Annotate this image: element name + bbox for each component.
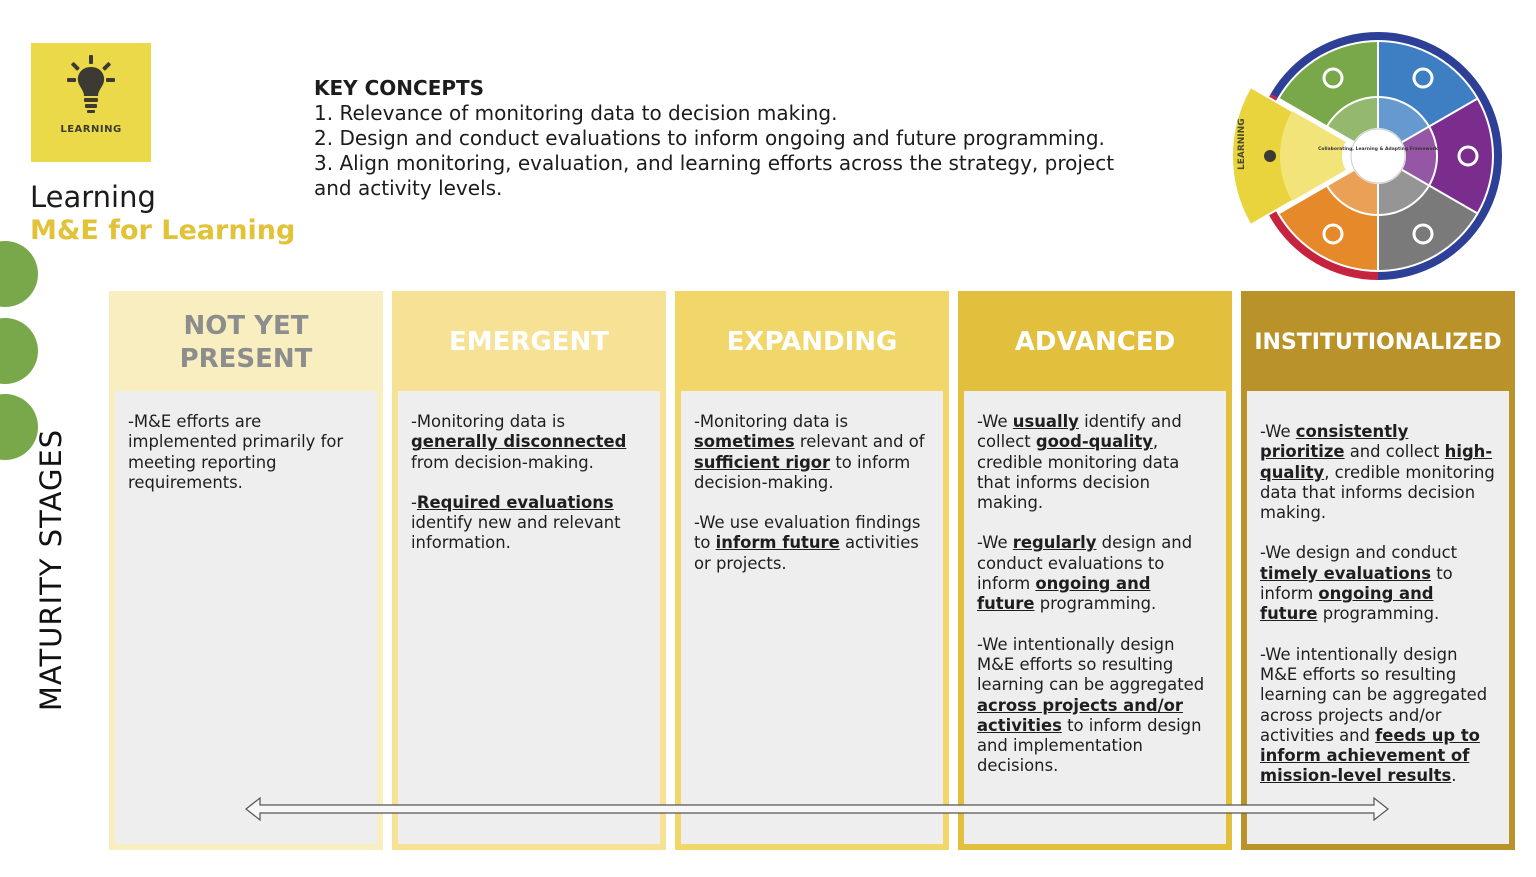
body-text: -Monitoring data is (411, 412, 565, 431)
stage-description: -We consistently prioritize and collect … (1247, 391, 1509, 844)
emphasis-text: generally disconnected (411, 432, 627, 452)
stage-paragraph: -M&E efforts are implemented primarily f… (128, 412, 363, 493)
page-title: Learning (30, 180, 156, 214)
body-text: -We (977, 533, 1013, 553)
body-text: -We design and conduct (1260, 543, 1458, 563)
stage-paragraph: -We use evaluation findings to inform fu… (694, 513, 929, 574)
body-text: programming. (1034, 594, 1157, 614)
body-text: -Monitoring data is (694, 412, 848, 431)
stage-paragraph: -We intentionally design M&E efforts so … (977, 635, 1212, 777)
emphasis-text: sufficient rigor (694, 452, 831, 472)
body-text: to inform decision-making. (694, 452, 911, 492)
emphasis-text: consistently prioritize (1260, 422, 1409, 462)
stage-paragraph: -Monitoring data is generally disconnect… (411, 412, 646, 473)
svg-text:Collaborating, Learning & Adap: Collaborating, Learning & Adapting Frame… (1318, 146, 1439, 152)
stage-description: -Monitoring data is generally disconnect… (398, 391, 660, 844)
stage-paragraph: -We intentionally design M&E efforts so … (1260, 645, 1495, 787)
double-arrow-icon (245, 796, 1389, 822)
emphasis-text: across projects and/or activities (977, 695, 1183, 735)
body-text: relevant and of (794, 432, 925, 452)
cla-wheel-icon: Collaborating, Learning & Adapting Frame… (1231, 32, 1502, 280)
body-text: to inform design and implementation deci… (977, 715, 1202, 776)
logo-label: LEARNING (60, 124, 122, 135)
stage-description: -Monitoring data is sometimes relevant a… (681, 391, 943, 844)
body-text: , credible monitoring data that informs … (977, 432, 1180, 513)
body-text: from decision-making. (411, 452, 594, 472)
body-text: programming. (1317, 604, 1440, 624)
key-concepts: KEY CONCEPTS 1. Relevance of monitoring … (314, 76, 1154, 201)
key-concept-item: 1. Relevance of monitoring data to decis… (314, 101, 838, 125)
page-subtitle: M&E for Learning (30, 215, 296, 246)
stage-column: EMERGENT -Monitoring data is generally di… (392, 291, 666, 850)
emphasis-text: regularly (1012, 533, 1097, 553)
body-text: -We use evaluation findings to (694, 513, 921, 553)
emphasis-text: good-quality (1035, 432, 1153, 452)
stage-paragraph: -We consistently prioritize and collect … (1260, 422, 1495, 523)
stage-heading: NOT YET PRESENT (112, 294, 380, 391)
side-dot-1 (0, 241, 38, 307)
body-text: - (411, 492, 417, 512)
svg-text:LEARNING: LEARNING (1237, 118, 1247, 170)
stage-heading: EMERGENT (395, 294, 663, 391)
maturity-stages-label: MATURITY STAGES (34, 428, 68, 712)
stage-description: -We usually identify and collect good-qu… (964, 391, 1226, 844)
body-text: identify new and relevant information. (411, 513, 621, 553)
emphasis-text: feeds up to inform achievement of missio… (1260, 725, 1480, 786)
emphasis-text: sometimes (694, 432, 795, 452)
stage-description: -M&E efforts are implemented primarily f… (115, 391, 377, 844)
learning-logo: LEARNING (31, 43, 151, 162)
stage-column: ADVANCED -We usually identify and collect… (958, 291, 1232, 850)
lightbulb-icon (67, 55, 115, 113)
emphasis-text: usually (1012, 412, 1079, 431)
body-text: -We intentionally design M&E efforts so … (1260, 644, 1488, 745)
stage-paragraph: -Required evaluations identify new and r… (411, 493, 646, 554)
emphasis-text: inform future (715, 533, 840, 553)
stage-paragraph: -We regularly design and conduct evaluat… (977, 533, 1212, 614)
stage-column: INSTITUTIONALIZED -We consistently priori… (1241, 291, 1515, 850)
key-concepts-heading: KEY CONCEPTS (314, 76, 485, 100)
emphasis-text: ongoing and future (1260, 584, 1434, 624)
emphasis-text: timely evaluations (1260, 563, 1432, 583)
stage-paragraph: -We design and conduct timely evaluation… (1260, 543, 1495, 624)
emphasis-text: high-quality (1260, 442, 1493, 482)
body-text: -M&E efforts are implemented primarily f… (128, 412, 344, 492)
side-dot-2 (0, 318, 38, 384)
emphasis-text: ongoing and future (977, 574, 1151, 614)
body-text: activities or projects. (694, 533, 919, 573)
body-text: design and conduct evaluations to inform (977, 533, 1193, 594)
stage-heading: ADVANCED (961, 294, 1229, 391)
body-text: -We (977, 412, 1013, 431)
key-concept-item: 3. Align monitoring, evaluation, and lea… (314, 151, 1115, 200)
stage-column: NOT YET PRESENT -M&E efforts are implemen… (109, 291, 383, 850)
key-concept-item: 2. Design and conduct evaluations to inf… (314, 126, 1105, 150)
body-text: identify and collect (977, 412, 1182, 452)
body-text: , credible monitoring data that informs … (1260, 462, 1495, 523)
stage-heading: INSTITUTIONALIZED (1244, 294, 1512, 391)
stage-heading: EXPANDING (678, 294, 946, 391)
body-text: . (1451, 766, 1457, 786)
stage-column: EXPANDING -Monitoring data is sometimes r… (675, 291, 949, 850)
stage-paragraph: -We usually identify and collect good-qu… (977, 412, 1212, 513)
body-text: -We (1260, 422, 1296, 441)
body-text: -We intentionally design M&E efforts so … (977, 634, 1205, 695)
body-text: to inform (1260, 563, 1453, 604)
emphasis-text: Required evaluations (416, 492, 614, 512)
stage-paragraph: -Monitoring data is sometimes relevant a… (694, 412, 929, 493)
body-text: and collect (1344, 442, 1445, 462)
